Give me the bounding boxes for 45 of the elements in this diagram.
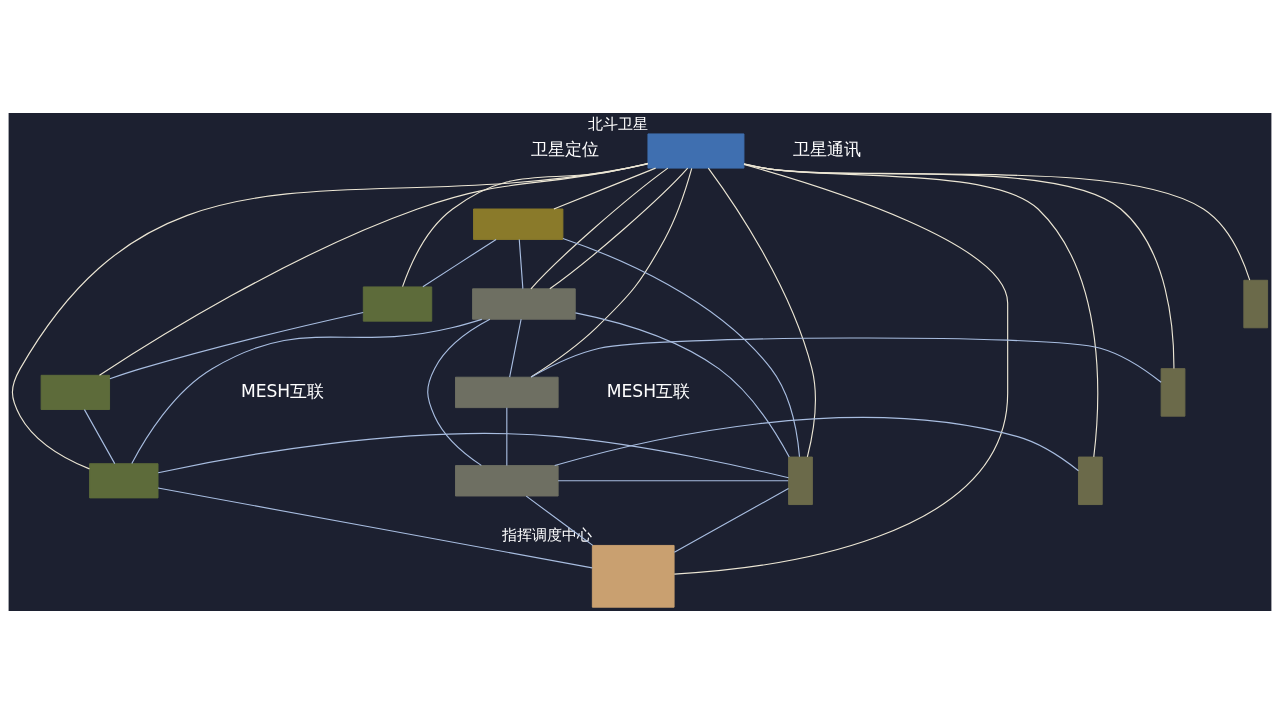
node-box bbox=[472, 288, 576, 320]
connector bbox=[557, 480, 789, 482]
connector bbox=[422, 238, 497, 288]
connector bbox=[530, 167, 693, 378]
node-box bbox=[1243, 279, 1269, 329]
connector bbox=[549, 167, 689, 290]
node-box bbox=[455, 376, 559, 409]
connector bbox=[553, 167, 657, 210]
connector bbox=[673, 487, 790, 553]
node-label: 北斗卫星 bbox=[587, 114, 648, 133]
connector bbox=[525, 495, 594, 546]
connector bbox=[530, 167, 669, 290]
connector bbox=[157, 487, 593, 569]
node-box bbox=[591, 544, 675, 608]
connector bbox=[131, 318, 483, 465]
node-box bbox=[89, 463, 159, 499]
connector bbox=[157, 432, 790, 479]
connector bbox=[109, 311, 364, 380]
node-box bbox=[1078, 456, 1103, 506]
connector bbox=[427, 318, 491, 466]
node-box bbox=[647, 133, 745, 169]
connector bbox=[673, 164, 1009, 575]
connector bbox=[743, 163, 1099, 458]
connector bbox=[574, 312, 790, 458]
connector bbox=[530, 337, 1162, 383]
node-box bbox=[788, 456, 813, 506]
label: MESH互联 bbox=[606, 380, 691, 401]
connector bbox=[11, 163, 649, 470]
connector bbox=[506, 407, 508, 467]
node-box bbox=[40, 374, 111, 410]
connector bbox=[554, 417, 1080, 472]
connector bbox=[562, 237, 801, 458]
connector bbox=[83, 409, 116, 465]
node-box bbox=[1160, 368, 1186, 417]
connector bbox=[509, 318, 522, 378]
node-box bbox=[455, 465, 559, 497]
connector bbox=[518, 238, 524, 290]
label: MESH互联 bbox=[240, 380, 325, 401]
node-label: 指挥调度中心 bbox=[502, 526, 593, 545]
node-box bbox=[473, 208, 564, 240]
connector bbox=[98, 163, 649, 376]
node-box bbox=[362, 286, 433, 322]
label: 卫星通讯 bbox=[793, 139, 862, 160]
label: 卫星定位 bbox=[530, 139, 599, 160]
connector bbox=[707, 167, 816, 458]
